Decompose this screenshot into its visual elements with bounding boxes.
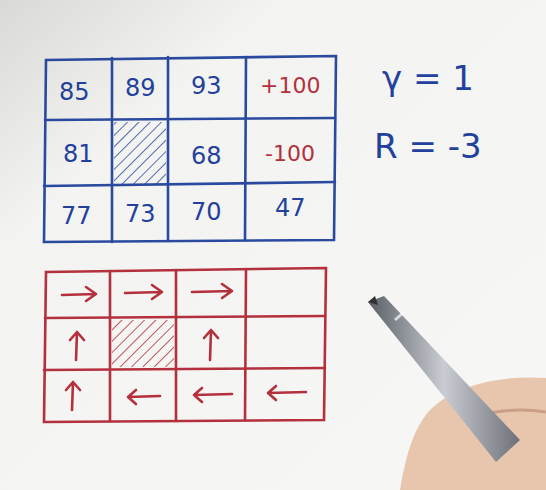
wall-hatch xyxy=(114,122,166,184)
policy-arrows xyxy=(62,284,306,410)
state-value: 93 xyxy=(191,74,222,98)
terminal-reward: +100 xyxy=(260,75,320,97)
terminal-reward: -100 xyxy=(265,143,315,165)
wall-hatch xyxy=(112,320,174,367)
state-value: 47 xyxy=(275,196,306,220)
state-value: 89 xyxy=(125,76,156,100)
state-value: 70 xyxy=(191,200,222,224)
policy-grid xyxy=(44,268,326,422)
state-value: 68 xyxy=(191,144,222,168)
value-grid xyxy=(44,56,336,242)
state-value: 73 xyxy=(125,202,156,226)
state-value: 81 xyxy=(63,142,94,166)
step-reward: R = -3 xyxy=(374,129,482,163)
state-value: 77 xyxy=(61,204,92,228)
state-value: 85 xyxy=(59,80,90,104)
hand-with-pen xyxy=(368,296,546,490)
discount-factor: γ = 1 xyxy=(382,61,474,95)
